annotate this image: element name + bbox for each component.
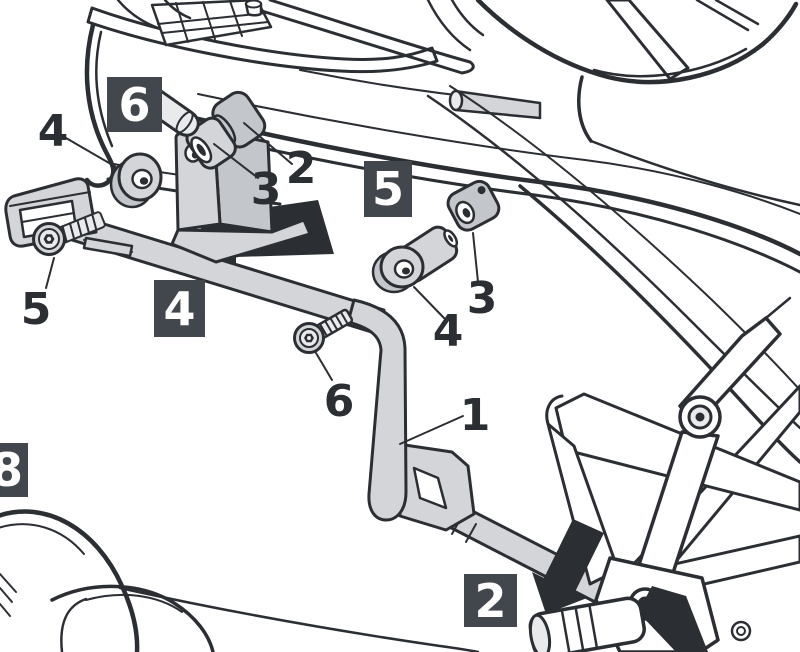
callout-part-2: 2 [285, 143, 317, 194]
spacer-part4-assembly [371, 225, 459, 294]
bolt-part6 [293, 308, 354, 354]
rear-fender [0, 509, 480, 652]
step-box-5-label: 5 [371, 162, 404, 216]
luggage-rack [86, 0, 760, 81]
direction-arrow-down-icon [532, 519, 604, 614]
step-box-4-label: 4 [163, 281, 196, 336]
callout-part-5: 5 [20, 284, 52, 335]
washer-part4 [109, 152, 163, 209]
seat-and-side-panel [426, 0, 800, 464]
grommets-part2-part3 [185, 90, 267, 170]
callout-part-6: 6 [323, 376, 355, 427]
callout-part-3-upper: 3 [250, 164, 282, 215]
footpeg [528, 596, 646, 652]
step-box-6-label: 6 [118, 77, 151, 132]
step-box-5: 5 [364, 161, 412, 217]
step-box-6: 6 [107, 77, 162, 132]
step-box-8: 8 [0, 443, 28, 497]
grommet-part3-right [446, 179, 501, 232]
footpeg-hanger [528, 296, 800, 652]
bracket-vertical-tube [346, 298, 408, 522]
step-box-2-label: 2 [474, 573, 507, 628]
step-box-2: 2 [464, 574, 517, 627]
callout-part-4-upper: 4 [37, 106, 69, 157]
screw-part5 [32, 211, 106, 256]
step-box-8-label: 8 [0, 443, 23, 497]
leader-lines [45, 122, 479, 445]
callout-part-4-middle: 4 [432, 306, 464, 357]
callout-part-3-middle: 3 [466, 273, 498, 324]
rail-fitting [4, 177, 134, 258]
callout-part-1: 1 [459, 390, 491, 441]
step-box-4: 4 [154, 280, 205, 337]
